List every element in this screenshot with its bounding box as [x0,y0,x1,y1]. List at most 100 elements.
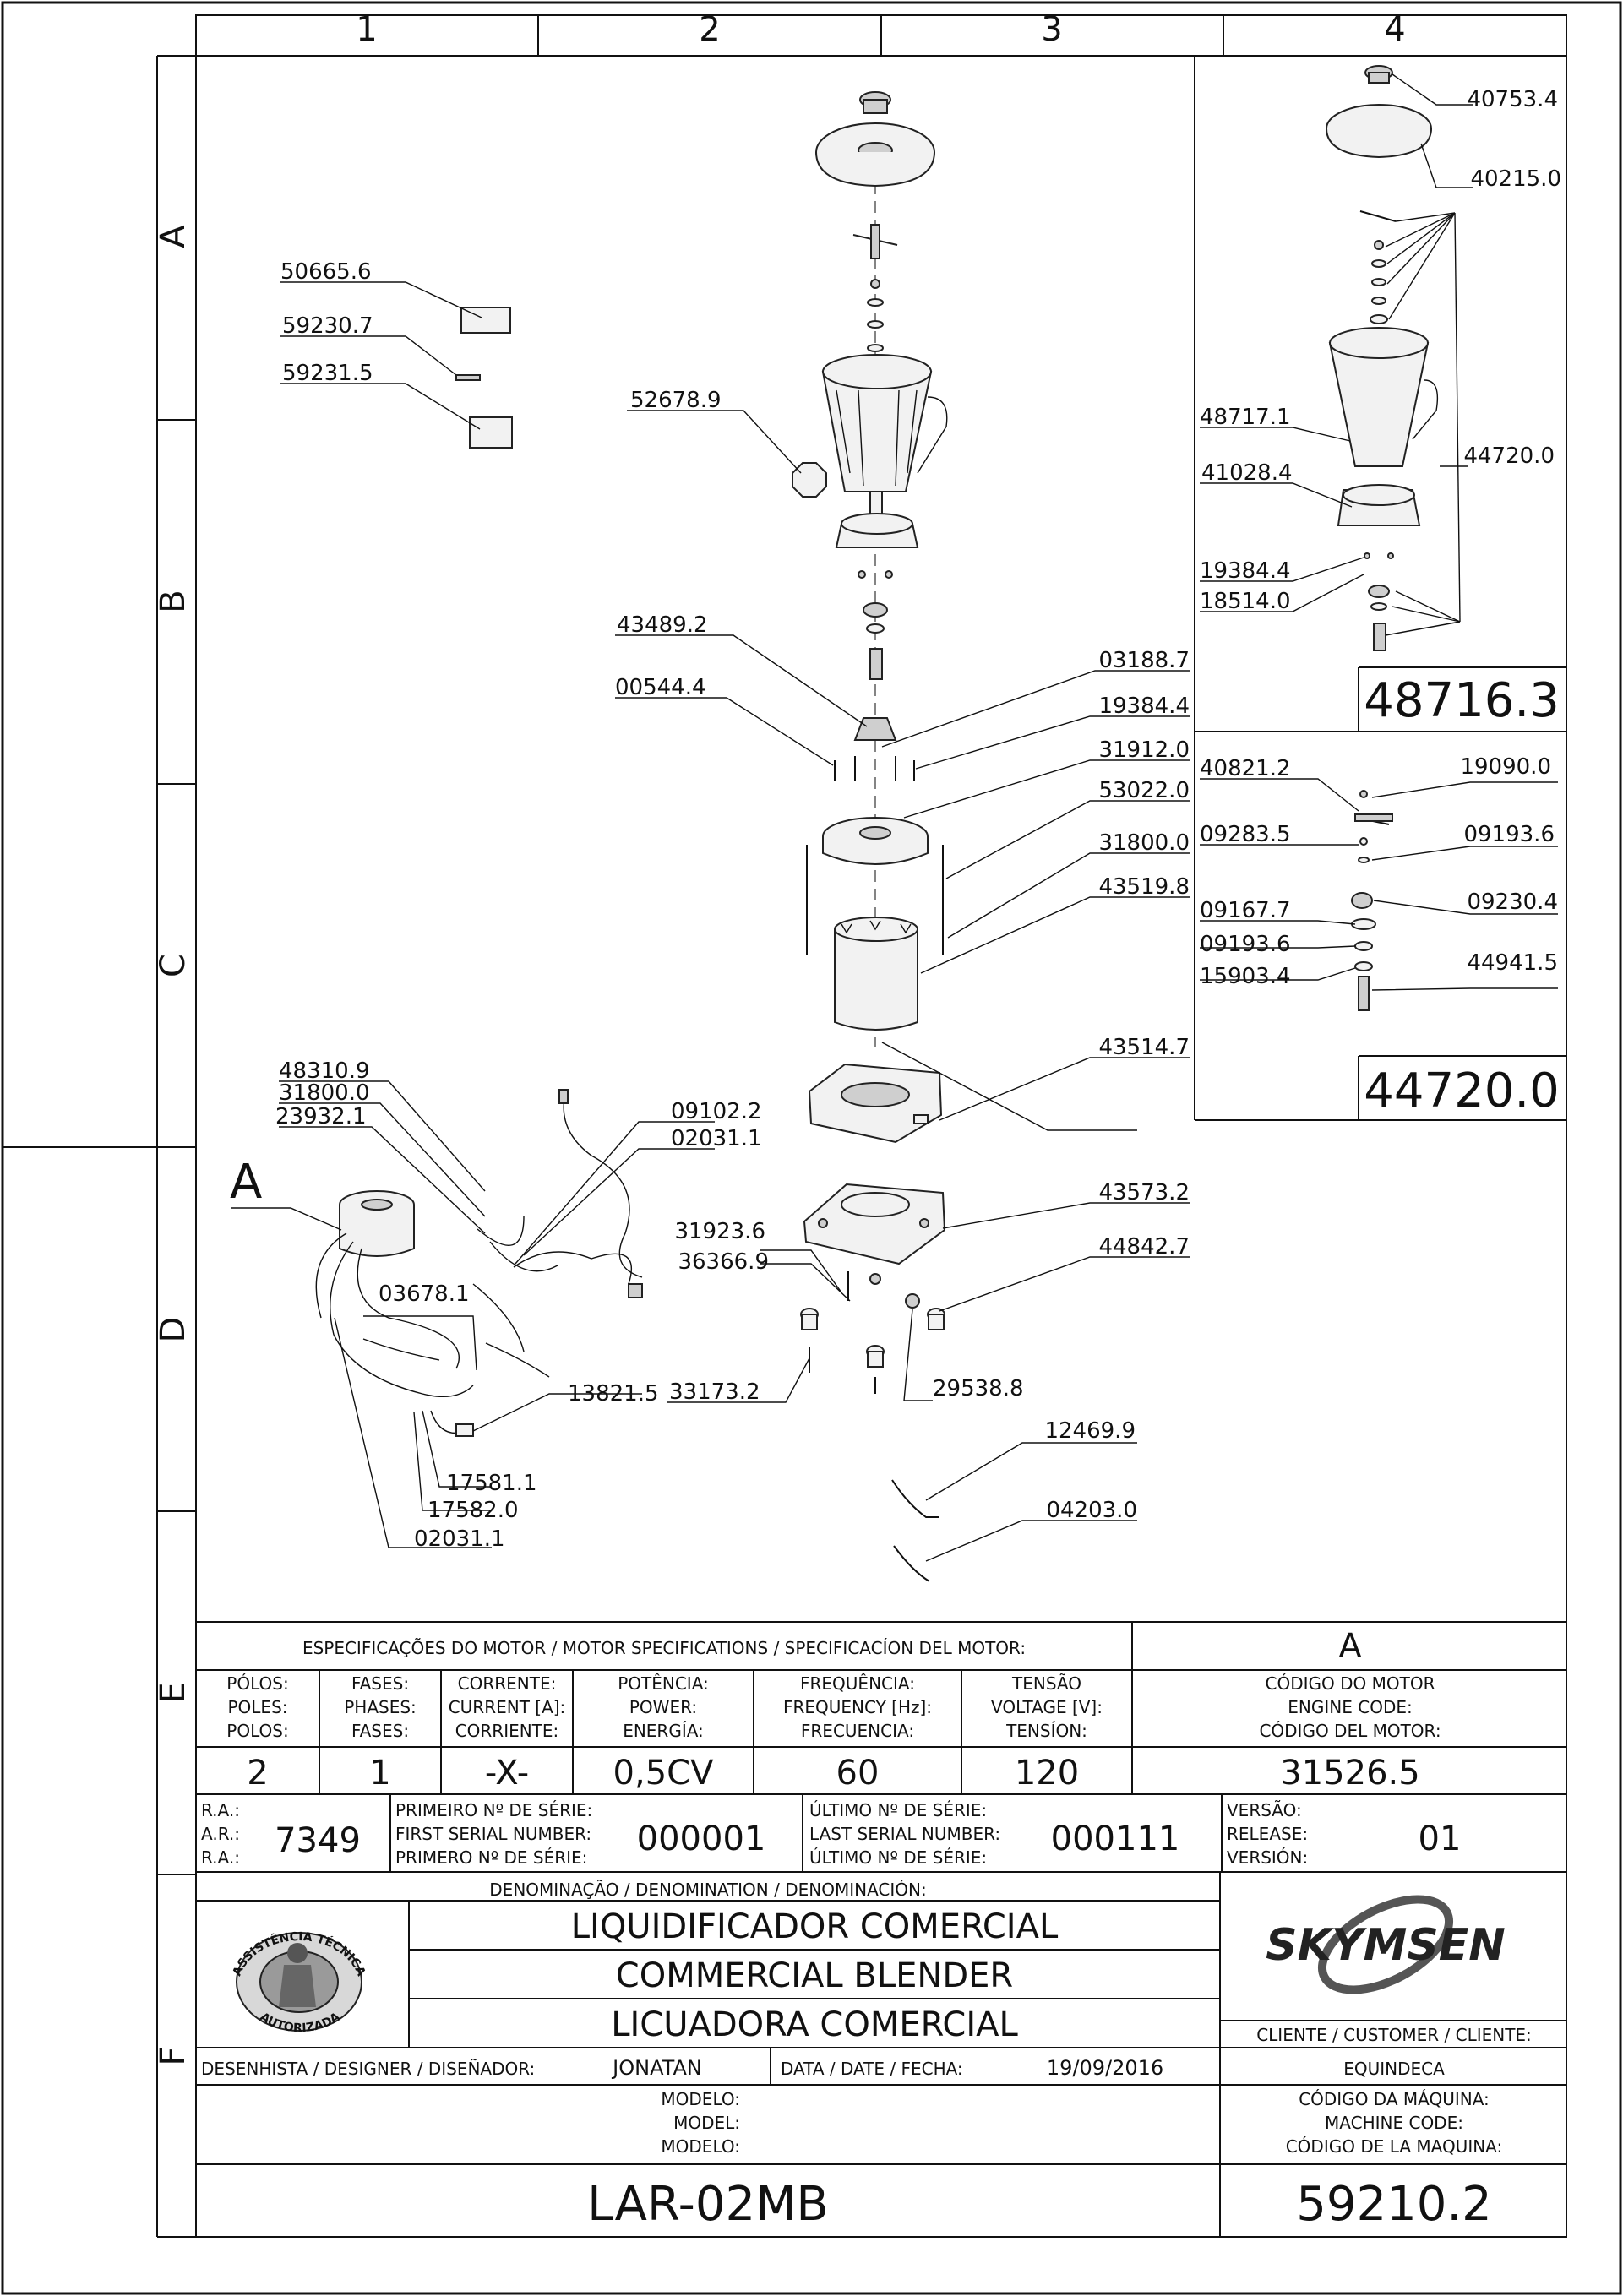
machine-code-label-es: CÓDIGO DE LA MAQUINA: [1286,2136,1503,2157]
hdr-frequency-es: FRECUENCIA: [801,1721,914,1741]
last-serial-label-pt: ÚLTIMO Nº DE SÉRIE: [809,1800,987,1820]
grid-row-a: A [154,225,193,248]
motor-spec-title: ESPECIFICAÇÕES DO MOTOR / MOTOR SPECIFIC… [302,1638,1026,1658]
designer-label: DESENHISTA / DESIGNER / DISEÑADOR: [201,2059,535,2079]
label-29538-8: 29538.8 [933,1376,1024,1401]
val-engine-code: 31526.5 [1280,1754,1419,1793]
serial-row: R.A.: A.R.: R.A.: 7349 PRIMEIRO Nº DE SÉ… [196,1794,1566,1873]
hdr-phases-pt: FASES: [351,1673,409,1694]
label-13821-5: 13821.5 [568,1381,659,1406]
inset-jar-assembly: 40753.4 40215.0 48717.1 41028.4 44720.0 … [1194,56,1566,732]
small-label-icon [455,374,481,381]
grid-col-2: 2 [699,10,720,49]
label-23932-1: 23932.1 [275,1104,367,1129]
skymsen-logo: SKYMSEN [1266,1895,1506,1994]
grid-col-4: 4 [1384,10,1405,49]
designer-value: JONATAN [611,2056,702,2080]
label-31800-0: 31800.0 [1098,830,1190,856]
inset-label-40821-2: 40821.2 [1200,756,1291,781]
inset-blade-assembly: 40821.2 09283.5 09167.7 09193.6 15903.4 … [1194,732,1566,1121]
hdr-current-es: CORRIENTE: [455,1721,559,1741]
motor-spec-table: ESPECIFICAÇÕES DO MOTOR / MOTOR SPECIFIC… [196,1621,1566,1795]
label-43573-2: 43573.2 [1098,1180,1190,1205]
hdr-poles-es: POLOS: [226,1721,288,1741]
hdr-phases-en: PHASES: [344,1697,417,1717]
last-serial-value: 000111 [1051,1820,1180,1858]
label-02031-1: 02031.1 [671,1126,762,1151]
hdr-voltage-es: TENSÍON: [1005,1721,1087,1741]
hdr-voltage-pt: TENSÃO [1011,1673,1081,1694]
val-frequency: 60 [836,1754,880,1793]
val-phases: 1 [369,1754,390,1793]
version-label-en: RELEASE: [1227,1824,1308,1844]
motor-assembly [315,1190,474,1398]
first-serial-label-pt: PRIMEIRO Nº DE SÉRIE: [395,1800,592,1820]
inset-label-44720-0: 44720.0 [1463,443,1555,469]
val-power: 0,5CV [613,1754,715,1793]
label-00544-4: 00544.4 [615,675,706,700]
brand-name: SKYMSEN [1266,1920,1506,1971]
label-17582-0: 17582.0 [428,1498,519,1523]
hdr-phases-es: FASES: [351,1721,409,1741]
label-03188-7: 03188.7 [1098,648,1190,673]
inset-label-15903-4: 15903.4 [1200,964,1291,989]
label-17581-1: 17581.1 [446,1471,537,1496]
hdr-current-pt: CORRENTE: [458,1673,557,1694]
base-housing [808,1063,943,1144]
customer-label: CLIENTE / CUSTOMER / CLIENTE: [1256,2025,1532,2045]
label-31912-0: 31912.0 [1098,737,1190,763]
label-48310-9: 48310.9 [279,1058,370,1084]
hdr-power-en: POWER: [629,1697,697,1717]
label-59230-7: 59230.7 [282,313,373,339]
machine-code-label-pt: CÓDIGO DA MÁQUINA: [1299,2089,1490,2109]
inset-label-48717-1: 48717.1 [1200,405,1291,430]
ra-label-1: R.A.: [201,1800,240,1820]
label-31800-0-wiring: 31800.0 [279,1080,370,1106]
main-exploded-view [315,91,948,1582]
info-label-icon [469,416,513,449]
label-19384-4: 19384.4 [1098,694,1190,719]
jar-decal [792,462,827,498]
inset-label-19384-4: 19384.4 [1200,558,1291,584]
inset-label-18514-0: 18514.0 [1200,589,1291,614]
ra-label-3: R.A.: [201,1847,240,1868]
hdr-poles-en: POLES: [227,1697,287,1717]
model-label-en: MODEL: [673,2113,740,2133]
motor-letter-a: A [230,1155,262,1210]
main-callout-labels: 50665.6 59230.7 59231.5 52678.9 43489.2 … [230,259,1190,1552]
title-block: DENOMINAÇÃO / DENOMINATION / DENOMINACIÓ… [196,1872,1566,2237]
hdr-engine-code-es: CÓDIGO DEL MOTOR: [1259,1721,1441,1741]
label-44842-7: 44842.7 [1098,1234,1190,1260]
cable-04203 [893,1545,930,1582]
hdr-voltage-en: VOLTAGE [V]: [991,1697,1103,1717]
label-03678-1: 03678.1 [379,1281,470,1307]
inset-label-44941-5: 44941.5 [1467,950,1558,976]
inset-label-41028-4: 41028.4 [1201,460,1293,486]
ra-value: 7349 [275,1821,361,1860]
assistance-seal-logo: ASSISTÊNCIA TÉCNICA AUTORIZADA [231,1930,368,2035]
grid-row-b: B [154,590,193,612]
last-serial-label-en: LAST SERIAL NUMBER: [809,1824,1000,1844]
model-label-pt: MODELO: [661,2089,740,2109]
model-label-es: MODELO: [661,2136,740,2157]
grid-row-f: F [154,2046,193,2065]
hdr-engine-code-pt: CÓDIGO DO MOTOR [1266,1673,1435,1694]
blender-jar [792,354,948,518]
hdr-frequency-en: FREQUENCY [Hz]: [783,1697,932,1717]
model-value: LAR-02MB [587,2177,829,2232]
ra-label-2: A.R.: [201,1824,240,1844]
hdr-power-es: ENERGÍA: [623,1721,704,1741]
coupling [853,717,897,741]
version-value: 01 [1419,1820,1462,1858]
label-09102-2: 09102.2 [671,1099,762,1124]
inset-label-09193-6-left: 09193.6 [1200,932,1291,957]
label-36366-9: 36366.9 [678,1249,769,1275]
date-label: DATA / DATE / FECHA: [781,2059,963,2079]
first-serial-value: 000001 [637,1820,766,1858]
denomination-es: LICUADORA COMERCIAL [611,2005,1018,2044]
leader-lines [231,281,1190,1562]
inset-label-40215-0: 40215.0 [1470,166,1561,192]
grid-col-3: 3 [1041,10,1062,49]
inset-label-40753-4: 40753.4 [1467,87,1558,112]
